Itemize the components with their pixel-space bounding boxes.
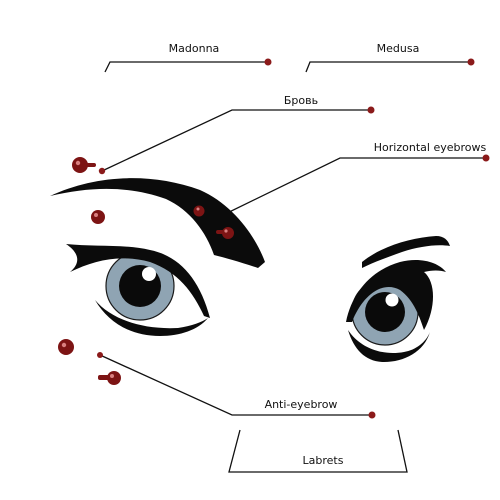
left-eye (50, 178, 265, 336)
label-labrets: Labrets (303, 454, 344, 467)
label-horizontal-eyebrows: Horizontal eyebrows (374, 141, 487, 154)
brov-leader-line (101, 109, 371, 172)
anti-eyebrow-leader-line (99, 354, 372, 416)
anti-eyebrow-bead-lower (98, 371, 121, 385)
label-brov: Бровь (284, 94, 318, 107)
right-lower-eyelid (348, 330, 430, 362)
right-upper-eyelid (346, 260, 446, 330)
medusa-leader-line (305, 61, 471, 73)
right-eyebrow (362, 236, 450, 268)
left-eye-glint (142, 267, 156, 281)
right-eye-glint (385, 293, 399, 307)
left-upper-eyelid (66, 244, 210, 318)
right-pupil (365, 292, 405, 332)
label-madonna: Madonna (169, 42, 220, 55)
left-lower-eyelid (95, 300, 208, 336)
label-anti-eyebrow: Anti-eyebrow (265, 398, 338, 411)
brov-start-dot (98, 167, 106, 175)
right-eye (346, 236, 450, 362)
horizontal-eyebrow-bead-top (193, 205, 205, 217)
anti-eyebrow-marker-dot (368, 411, 376, 419)
medusa-marker-dot (467, 58, 475, 66)
labrets-bracket (228, 429, 408, 473)
eyebrow-piercing-bead (91, 210, 105, 224)
anti-eyebrow-bead-upper (58, 339, 74, 355)
left-eyebrow (50, 178, 265, 268)
horizontal-eyebrows-leader-line (218, 157, 486, 218)
horizontal-eyebrow-bead-bottom (216, 227, 234, 239)
brov-marker-dot (367, 106, 375, 114)
madonna-piercing-bead (72, 157, 96, 173)
horizontal-eyebrows-marker-dot (482, 154, 490, 162)
anti-eyebrow-start-dot (97, 352, 103, 358)
label-medusa: Medusa (377, 42, 420, 55)
madonna-marker-dot (264, 58, 272, 66)
madonna-leader-line (104, 61, 268, 73)
